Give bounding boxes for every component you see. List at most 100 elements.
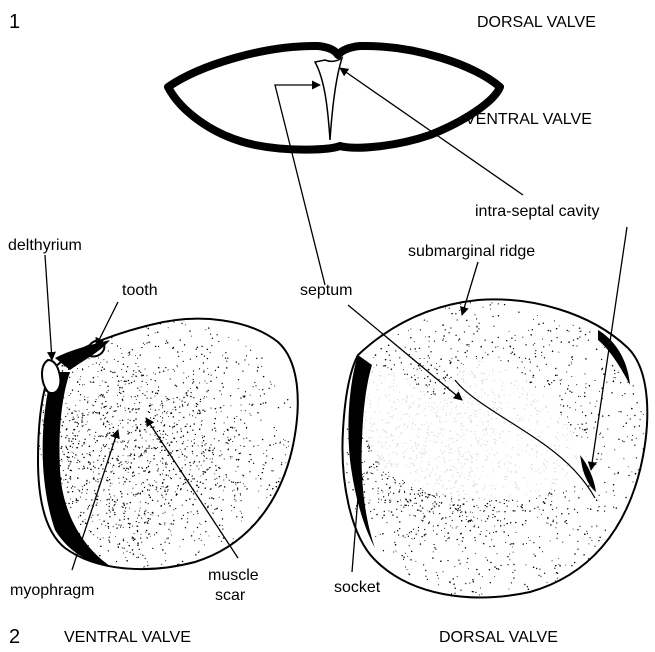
stipple-dot bbox=[262, 518, 263, 519]
stipple-dot bbox=[208, 535, 209, 536]
stipple-dot bbox=[80, 376, 81, 377]
stipple-dot bbox=[174, 371, 175, 372]
stipple-dot bbox=[483, 510, 484, 511]
stipple-dot bbox=[578, 396, 579, 397]
stipple-dot bbox=[466, 519, 467, 520]
stipple-dot bbox=[150, 497, 152, 499]
stipple-dot bbox=[241, 404, 242, 405]
stipple-dot bbox=[163, 513, 164, 514]
submarginal-ridge-label: submarginal ridge bbox=[408, 243, 535, 260]
stipple-dot bbox=[586, 383, 587, 384]
stipple-dot bbox=[103, 368, 105, 370]
stipple-dot bbox=[114, 495, 115, 496]
stipple-dot bbox=[86, 453, 87, 454]
stipple-dot bbox=[476, 326, 478, 328]
stipple-dot bbox=[548, 330, 550, 332]
stipple-dot bbox=[546, 522, 547, 523]
stipple-dot bbox=[160, 488, 161, 489]
stipple-dot bbox=[552, 509, 553, 510]
stipple-dot bbox=[192, 475, 193, 476]
stipple-dot bbox=[242, 516, 243, 517]
stipple-dot bbox=[498, 357, 499, 358]
stipple-dot bbox=[422, 492, 424, 494]
stipple-dot bbox=[452, 513, 453, 514]
stipple-dot bbox=[117, 403, 118, 404]
stipple-dot bbox=[392, 514, 393, 515]
stipple-dot bbox=[203, 460, 204, 461]
stipple-dot bbox=[144, 523, 145, 524]
stipple-dot bbox=[191, 535, 192, 536]
stipple-dot bbox=[567, 405, 568, 406]
stipple-dot bbox=[163, 437, 164, 438]
stipple-dot bbox=[144, 344, 145, 345]
stipple-dot bbox=[84, 396, 85, 397]
stipple-dot bbox=[141, 517, 142, 518]
stipple-dot bbox=[192, 451, 194, 453]
stipple-dot bbox=[148, 494, 149, 495]
stipple-dot bbox=[43, 404, 44, 405]
stipple-dot bbox=[92, 505, 93, 506]
stipple-dot bbox=[123, 504, 124, 505]
stipple-dot bbox=[114, 514, 115, 515]
stipple-dot bbox=[123, 448, 125, 450]
stipple-dot bbox=[68, 440, 69, 441]
stipple-dot bbox=[209, 447, 210, 448]
stipple-dot bbox=[136, 412, 137, 413]
stipple-dot bbox=[163, 425, 165, 427]
stipple-dot bbox=[69, 478, 70, 479]
stipple-dot bbox=[556, 538, 557, 539]
stipple-dot bbox=[418, 530, 419, 531]
stipple-dot bbox=[163, 470, 164, 471]
stipple-dot bbox=[218, 366, 220, 368]
stipple-dot bbox=[226, 477, 227, 478]
stipple-dot bbox=[569, 500, 570, 501]
stipple-dot bbox=[140, 455, 141, 456]
stipple-dot bbox=[121, 387, 122, 388]
stipple-dot bbox=[422, 507, 423, 508]
stipple-dot bbox=[201, 354, 202, 355]
stipple-dot bbox=[77, 500, 78, 501]
stipple-dot bbox=[495, 500, 496, 501]
stipple-dot bbox=[402, 535, 403, 536]
stipple-dot bbox=[185, 527, 186, 528]
stipple-dot bbox=[163, 486, 164, 487]
stipple-dot bbox=[396, 509, 397, 510]
stipple-dot bbox=[165, 487, 166, 488]
stipple-dot bbox=[500, 525, 501, 526]
stipple-dot bbox=[116, 524, 117, 525]
stipple-dot bbox=[96, 412, 97, 413]
stipple-dot bbox=[103, 490, 104, 491]
stipple-dot bbox=[125, 470, 126, 471]
stipple-dot bbox=[614, 370, 615, 371]
stipple-dot bbox=[77, 460, 78, 461]
stipple-dot bbox=[539, 509, 540, 510]
stipple-dot bbox=[577, 338, 579, 340]
stipple-dot bbox=[450, 525, 451, 526]
stipple-dot bbox=[224, 372, 225, 373]
stipple-dot bbox=[205, 487, 207, 489]
stipple-dot bbox=[126, 478, 127, 479]
stipple-dot bbox=[262, 389, 263, 390]
stipple-dot bbox=[135, 376, 136, 377]
stipple-dot bbox=[84, 442, 86, 444]
stipple-dot bbox=[285, 462, 286, 463]
stipple-dot bbox=[478, 507, 479, 508]
stipple-dot bbox=[98, 376, 99, 377]
stipple-dot bbox=[605, 530, 606, 531]
stipple-dot bbox=[586, 422, 587, 423]
stipple-dot bbox=[244, 397, 245, 398]
stipple-dot bbox=[141, 375, 143, 377]
stipple-dot bbox=[146, 530, 148, 532]
stipple-dot bbox=[136, 521, 137, 522]
stipple-dot bbox=[210, 560, 211, 561]
stipple-dot bbox=[145, 424, 146, 425]
stipple-dot bbox=[565, 496, 566, 497]
stipple-dot bbox=[161, 564, 162, 565]
stipple-dot bbox=[451, 501, 452, 502]
stipple-dot bbox=[95, 412, 96, 413]
stipple-dot bbox=[97, 528, 98, 529]
stipple-dot bbox=[121, 525, 122, 526]
stipple-dot bbox=[162, 497, 163, 498]
stipple-dot bbox=[184, 455, 185, 456]
stipple-dot bbox=[386, 522, 387, 523]
